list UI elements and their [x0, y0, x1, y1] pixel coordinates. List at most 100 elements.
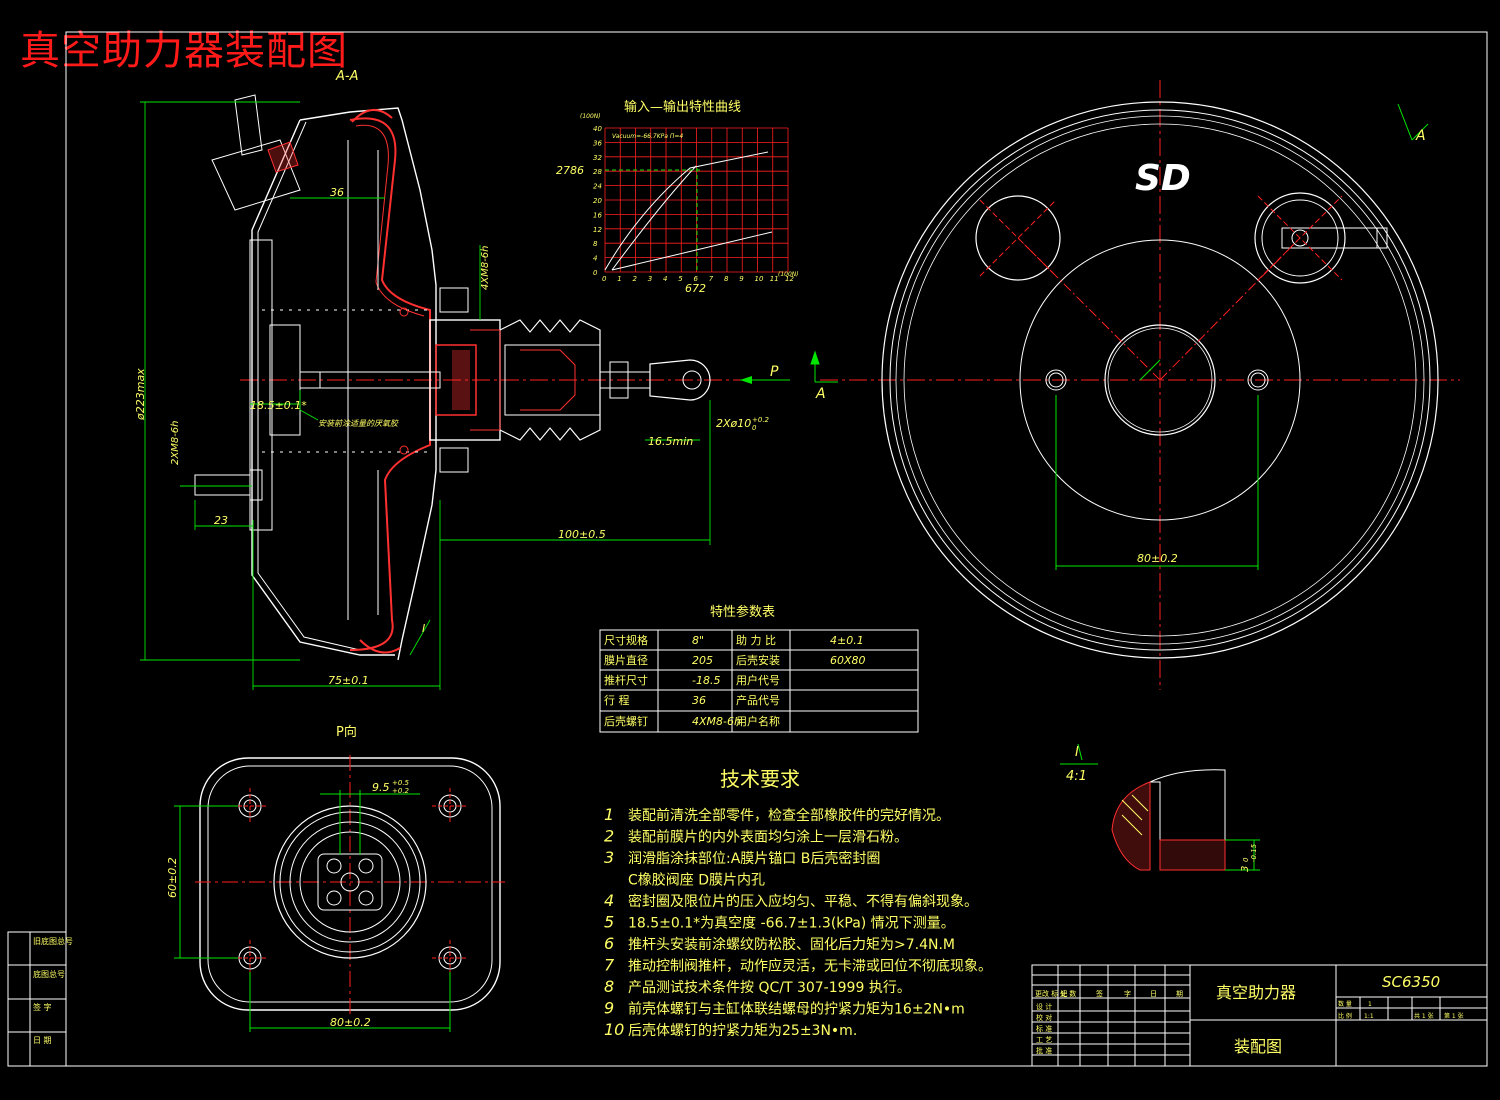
graph-x-mark: 672 [685, 282, 706, 295]
title-block-texts: 真空助力器 装配图 SC6350 更改 标 记 处 数 签 字 日 期 设 计 … [1035, 973, 1464, 1056]
graph-x-tick: 4 [663, 275, 667, 283]
param-table-title: 特性参数表 [710, 604, 775, 620]
graph-x-tick: 10 [755, 275, 764, 283]
dim-3-tol: 0 [1242, 857, 1250, 862]
graph-x-tick: 12 [785, 275, 794, 283]
drawing-name: 装配图 [1234, 1037, 1282, 1056]
dim-223: ø223max [134, 368, 147, 421]
sign-label: 标 准 [1036, 1024, 1052, 1033]
graph-y-unit: (100N) [580, 113, 601, 120]
param-cell: 后壳安装 [736, 653, 780, 667]
tech-item-number: 7 [604, 956, 615, 975]
param-table-grid [599, 629, 919, 733]
p-arrow: P [740, 364, 790, 384]
graph-y-mark: 2786 [556, 164, 584, 177]
sign-label: 批 准 [1036, 1046, 1052, 1055]
detail-scale: 4:1 [1066, 769, 1087, 784]
tech-item-number: 5 [604, 913, 614, 932]
graph-grid [604, 127, 789, 273]
tech-item-text: 推动控制阀推杆，动作应灵活，无卡滞或回位不彻底现象。 [628, 958, 992, 975]
tech-title: 技术要求 [720, 767, 800, 791]
graph-x-tick: 8 [724, 275, 729, 283]
graph-y-tick: 12 [593, 226, 602, 234]
dim-80-bottom: 80±0.2 [330, 1016, 371, 1029]
change-label: 处 数 [1060, 989, 1076, 998]
brand-label: SD [1135, 158, 1191, 199]
param-cell: 36 [692, 694, 706, 707]
section-dimensions [140, 101, 711, 690]
graph-y-tick: 4 [593, 255, 597, 263]
drawing-code: SC6350 [1382, 973, 1440, 991]
a-arrows [810, 103, 1429, 383]
tech-item-text: 产品测试技术条件按 QC/T 307-1999 执行。 [628, 979, 911, 996]
graph-note: Vacuum=-66.7KPa Π=4 [612, 133, 683, 140]
p-arrow-label: P [770, 364, 779, 380]
graph-y-tick: 20 [593, 197, 602, 205]
tech-item-text: 装配前膜片的内外表面均匀涂上一层滑石粉。 [628, 829, 908, 846]
tech-item-number: 2 [604, 827, 614, 846]
title-block [1031, 964, 1488, 1067]
p-view-label: P向 [336, 724, 357, 740]
change-label: 期 [1176, 990, 1183, 998]
tech-item-number: 9 [604, 999, 614, 1018]
dim-60: 60±0.2 [166, 857, 179, 898]
tech-item-number: 6 [604, 934, 614, 953]
param-cell: 行 程 [604, 694, 630, 707]
graph-y-tick: 16 [593, 211, 602, 219]
change-label: 字 [1124, 989, 1131, 998]
qty-label: 比 例 [1338, 1012, 1352, 1020]
tech-item-text: 前壳体螺钉与主缸体联结螺母的拧紧力矩为16±2N•m [628, 1001, 965, 1018]
tech-item-text: C橡胶阀座 D膜片内孔 [628, 872, 765, 889]
param-cell: 8" [692, 634, 704, 647]
drawing-title: 真空助力器装配图 [20, 28, 348, 74]
qty-label: 数 量 [1338, 1000, 1352, 1008]
dim-2x10: 2Xø10 [716, 417, 751, 430]
sign-label: 设 计 [1036, 1002, 1052, 1011]
dim-16-5: 16.5min [648, 435, 693, 448]
dim-3: 3 [1240, 866, 1251, 872]
tech-item-text: 18.5±0.1*为真空度 -66.7±1.3(kPa) 情况下测量。 [628, 916, 955, 932]
dim-80-top: 80±0.2 [1137, 552, 1178, 565]
qty-label: 第 1 张 [1444, 1012, 1464, 1020]
graph-x-unit: (100N) [778, 271, 799, 278]
detail-label: I [1075, 745, 1079, 760]
detail-view [1060, 743, 1260, 871]
tech-item-number: 3 [604, 848, 614, 867]
change-label: 更改 标 记 [1035, 989, 1067, 998]
dim-75: 75±0.1 [328, 674, 369, 687]
left-strip-label: 日 期 [33, 1036, 52, 1045]
tech-item-text: 推杆头安装前涂螺纹防松胶、固化后力矩为>7.4N.M [628, 936, 955, 953]
param-cell: 推杆尺寸 [604, 673, 648, 687]
dim-2x10-tol2: 0 [752, 424, 757, 432]
graph-y-tick: 40 [593, 125, 602, 133]
dim-3-tol2: -0.15 [1250, 843, 1258, 862]
drawing-frame [7, 31, 1488, 1067]
graph-x-tick: 6 [694, 275, 699, 283]
graph-curves [604, 151, 773, 272]
left-strip-label: 旧底图总号 [33, 936, 73, 946]
param-cell: 4±0.1 [830, 634, 864, 647]
dim-18-5: 18.5±0.1* [250, 399, 307, 412]
graph-x-tick: 3 [648, 275, 652, 283]
graph-y-tick: 24 [593, 183, 602, 191]
graph-y-tick: 32 [593, 154, 602, 162]
param-cell: 产品代号 [736, 693, 780, 707]
param-cell: 用户名称 [736, 714, 780, 728]
scale-value: 1:1 [1364, 1013, 1374, 1020]
a-label-top: A [1415, 128, 1426, 144]
param-cell: -18.5 [692, 674, 720, 687]
tech-item-text: 后壳体螺钉的拧紧力矩为25±3N•m. [628, 1022, 857, 1039]
detail-texts: I 4:1 3 0 -0.15 [1066, 745, 1258, 872]
note-glue: 安装前涂适量的厌氧胶 [318, 419, 399, 428]
a-label-left: A [815, 386, 826, 402]
param-cell: 助 力 比 [736, 633, 776, 647]
graph-x-tick: 9 [739, 275, 744, 283]
dim-36: 36 [330, 186, 344, 199]
param-cell: 205 [692, 654, 713, 667]
tech-item-number: 8 [604, 977, 614, 996]
graph-y-tick: 28 [593, 168, 602, 176]
graph-x-tick: 5 [678, 275, 683, 283]
